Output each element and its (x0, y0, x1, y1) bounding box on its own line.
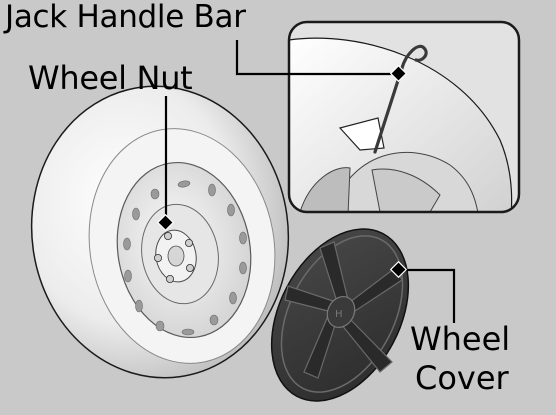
inset-view (287, 20, 521, 214)
callout-markers (156, 64, 408, 279)
lug-nuts (153, 231, 194, 283)
wheel-cover-label-line2: Cover (415, 359, 509, 397)
spare-tire (30, 85, 290, 379)
svg-text:H: H (335, 309, 343, 320)
callout-leaders (164, 40, 456, 323)
wheel-cover-label-line1: Wheel (410, 320, 511, 358)
wheel-nut-label: Wheel Nut (28, 59, 193, 97)
wheel-cover: H (270, 228, 410, 402)
jack-handle-bar-label: Jack Handle Bar (5, 0, 246, 35)
